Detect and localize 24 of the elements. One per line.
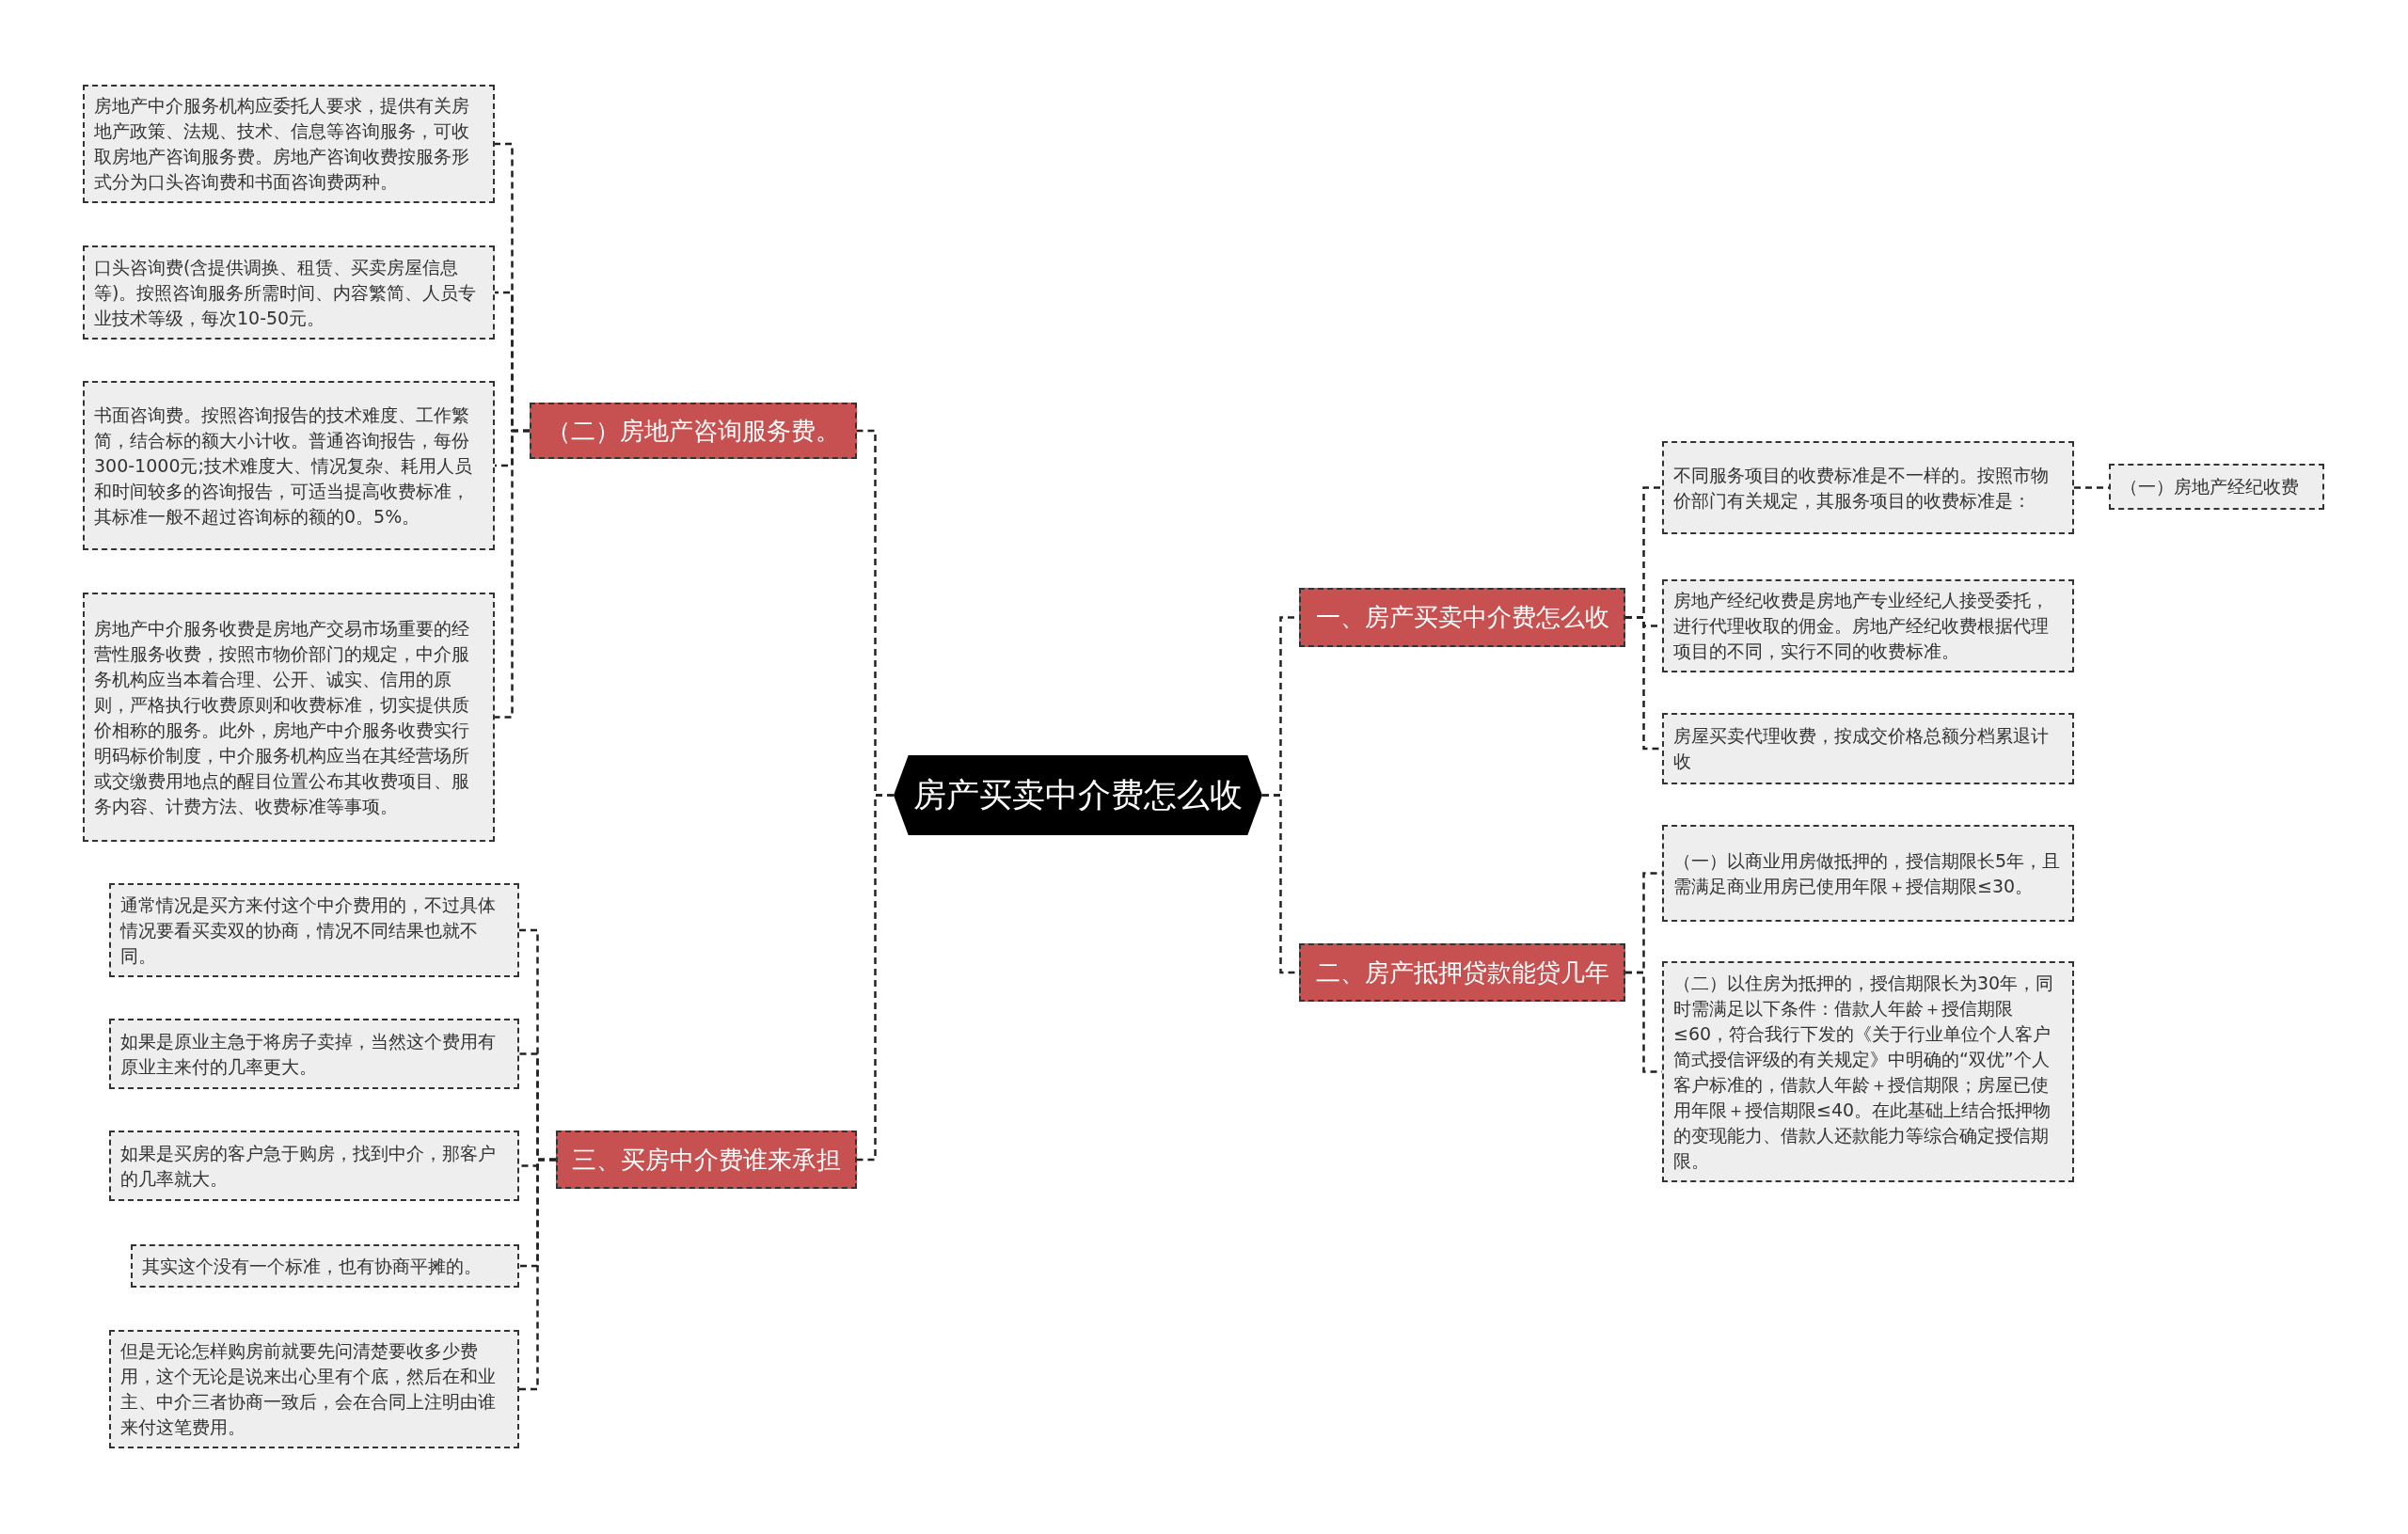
note-box: （一）房地产经纪收费 [2109,464,2324,510]
branch-topic-box: 三、买房中介费谁来承担 [556,1131,857,1189]
branch-topic-box: （二）房地产咨询服务费。 [530,403,857,459]
note-box: 书面咨询费。按照咨询报告的技术难度、工作繁简，结合标的额大小计收。普通咨询报告，每份300-1000元;技术难度大、情况复杂、耗用人员和时间较多的咨询报告，可适当提高收费标准，其标准一般不超过咨询标的额的0。5%。 [83,381,495,550]
connector-line [1625,616,1662,751]
note-box: 口头咨询费(含提供调换、租赁、买卖房屋信息等)。按照咨询服务所需时间、内容繁简、人员专业技术等级，每次10-50元。 [83,245,495,340]
note-box: （一）以商业用房做抵押的，授信期限长5年，且需满足商业用房已使用年限＋授信期限≤30。 [1662,825,2074,922]
note-box: 如果是买房的客户急于购房，找到中介，那客户的几率就大。 [109,1131,519,1201]
note-box: 房地产经纪收费是房地产专业经纪人接受委托，进行代理收取的佣金。房地产经纪收费根据代理项目的不同，实行不同的收费标准。 [1662,579,2074,672]
note-box: 房屋买卖代理收费，按成交价格总额分档累退计收 [1662,713,2074,784]
branch-topic-box: 一、房产买卖中介费怎么收 [1299,588,1625,647]
note-box: 不同服务项目的收费标准是不一样的。按照市物价部门有关规定，其服务项目的收费标准是： [1662,441,2074,534]
note-box: （二）以住房为抵押的，授信期限长为30年，同时需满足以下条件：借款人年龄＋授信期限≤60，符合我行下发的《关于行业单位个人客户简式授信评级的有关规定》中明确的“双优”个人客户标准的，借款人年龄＋授信期限；房屋已使用年限＋授信期限≤40。在此基础上结合抵押物的变现能力、借款人还款能力等综合确定授信期限。 [1662,961,2074,1182]
branch-topic-box: 二、房产抵押贷款能贷几年 [1299,943,1625,1002]
connector-line [857,794,894,1162]
note-box: 房地产中介服务机构应委托人要求，提供有关房地产政策、法规、技术、信息等咨询服务，可收取房地产咨询服务费。房地产咨询收费按服务形式分为口头咨询费和书面咨询费两种。 [83,85,495,203]
connector-line [495,429,530,719]
root-topic-box: 房产买卖中介费怎么收 [894,755,1262,835]
connector-line [519,1158,556,1391]
note-box: 通常情况是买方来付这个中介费用的，不过具体情况要看买卖双的协商，情况不同结果也就不同。 [109,883,519,977]
note-box: 如果是原业主急于将房子卖掉，当然这个费用有原业主来付的几率更大。 [109,1019,519,1089]
note-box: 房地产中介服务收费是房地产交易市场重要的经营性服务收费，按照市物价部门的规定，中介服务机构应当本着合理、公开、诚实、信用的原则，严格执行收费原则和收费标准，切实提供质价相称的服务。此外，房地产中介服务收费实行明码标价制度，中介服务机构应当在其经营场所或交缴费用地点的醒目位置公布其收费项目、服务内容、计费方法、收费标准等事项。 [83,593,495,842]
note-box: 其实这个没有一个标准，也有协商平摊的。 [131,1244,519,1288]
note-box: 但是无论怎样购房前就要先问清楚要收多少费用，这个无论是说来出心里有个底，然后在和业主、中介三者协商一致后，会在合同上注明由谁来付这笔费用。 [109,1330,519,1448]
